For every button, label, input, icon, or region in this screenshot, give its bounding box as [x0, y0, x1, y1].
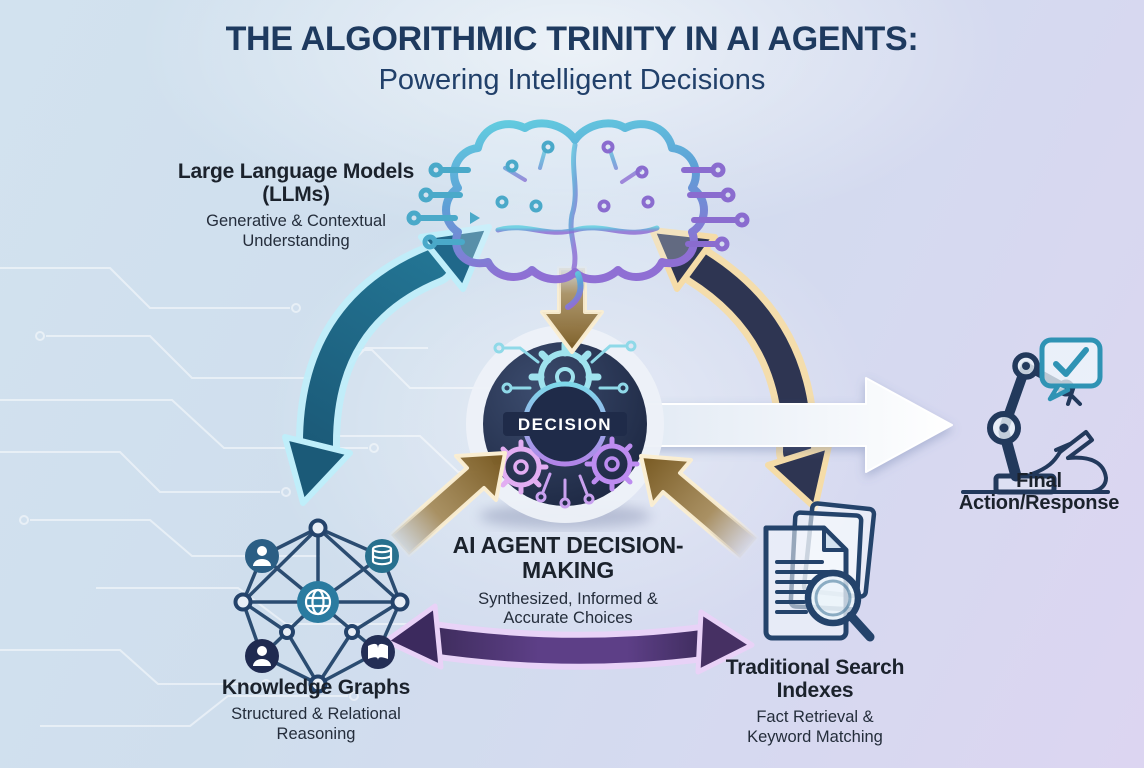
person-node-bottom [245, 639, 279, 673]
circuit-brain-icon [406, 119, 750, 310]
decision-badge-label: DECISION [518, 415, 612, 434]
page-subtitle: Powering Intelligent Decisions [378, 64, 766, 96]
llm-heading: Large Language Models (LLMs) [177, 160, 415, 207]
search-documents-icon [763, 501, 877, 642]
decision-subheading: Synthesized, Informed & Accurate Choices [478, 589, 658, 628]
gear-bottom-right [584, 436, 640, 492]
arrow-knowledge-graphs-search-indexes [383, 603, 755, 675]
search-indexes-heading: Traditional Search Indexes [725, 656, 905, 703]
label-llm: Large Language Models (LLMs) Generative … [166, 160, 426, 251]
knowledge-graphs-heading: Knowledge Graphs [221, 676, 411, 699]
label-search-indexes: Traditional Search Indexes Fact Retrieva… [725, 656, 905, 747]
label-knowledge-graphs: Knowledge Graphs Structured & Relational… [196, 676, 436, 744]
arrow-decision-to-final-action [639, 377, 953, 473]
label-ai-agent-decision: AI AGENT DECISION-MAKING Synthesized, In… [438, 532, 698, 629]
page-title: THE ALGORITHMIC TRINITY IN AI AGENTS: [225, 20, 919, 58]
badge-circuit-accents [493, 340, 637, 509]
magnifier-handle [846, 611, 875, 642]
label-final-action: Final Action/Response [955, 470, 1123, 514]
search-indexes-subheading: Fact Retrieval & Keyword Matching [747, 708, 883, 746]
page-title-block: THE ALGORITHMIC TRINITY IN AI AGENTS: Po… [0, 20, 1144, 97]
database-node [365, 539, 399, 573]
arrow-llm-knowledge-graphs [282, 224, 492, 506]
final-action-heading: Final Action/Response [958, 470, 1120, 514]
knowledge-graph-icon [233, 518, 410, 694]
checkmark-bubble [1039, 337, 1103, 402]
book-node [361, 635, 395, 669]
robot-arm-checkmark-icon [961, 337, 1110, 495]
person-node-top [245, 539, 279, 573]
knowledge-graphs-subheading: Structured & Relational Reasoning [231, 705, 401, 743]
arrow-search-indexes-to-decision [639, 454, 759, 560]
decision-gears-icon: DECISION [466, 325, 664, 529]
graph-connector-nodes [233, 518, 410, 694]
globe-node [297, 581, 339, 623]
arrow-knowledge-graphs-to-decision [389, 451, 507, 557]
decision-heading: AI AGENT DECISION-MAKING [452, 532, 684, 584]
llm-subheading: Generative & Contextual Understanding [206, 212, 386, 250]
check-icon [1053, 347, 1089, 377]
hand-sketch [1030, 430, 1108, 494]
